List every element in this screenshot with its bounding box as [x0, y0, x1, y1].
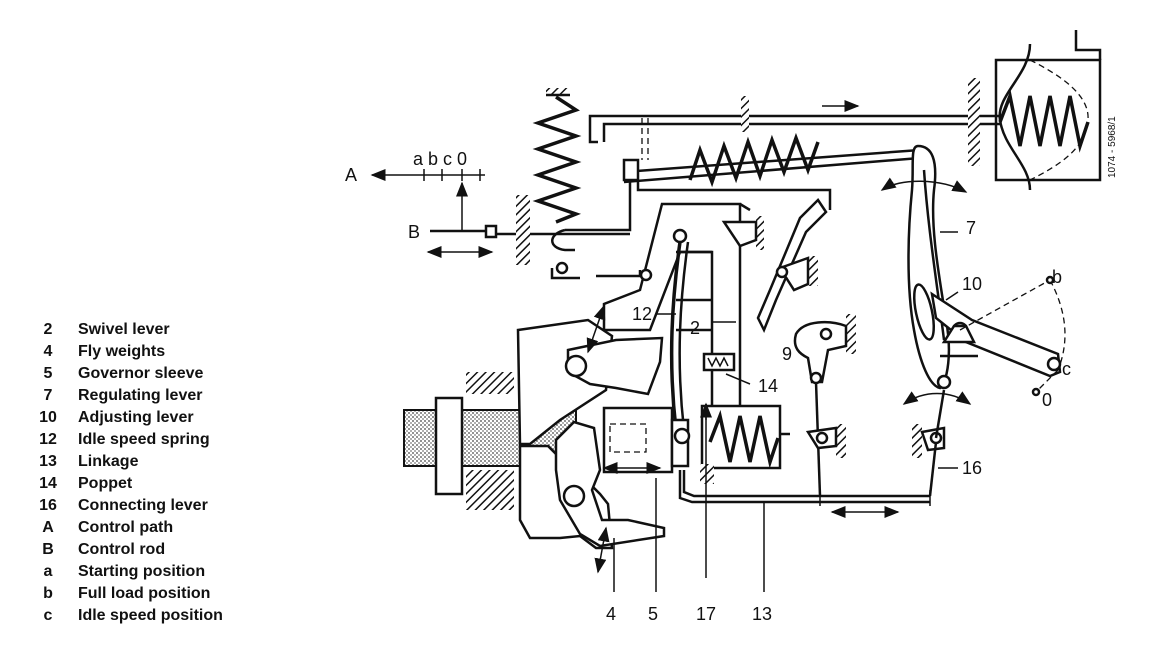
legend-key: 7 — [44, 387, 53, 404]
fly-weights — [403, 304, 666, 574]
control-path-scale: a b c 0 A B — [345, 149, 630, 258]
stop-lever — [756, 198, 828, 334]
label-B: B — [408, 222, 420, 242]
callout-b: b — [1052, 267, 1062, 287]
diaphragm-housing: 1074 - 5968/1 — [968, 30, 1118, 191]
legend-key: 10 — [39, 409, 57, 426]
upper-linkage — [550, 132, 921, 280]
legend-key: 5 — [44, 365, 53, 382]
idle-speed-spring — [669, 241, 690, 431]
callout-4: 4 — [606, 604, 616, 624]
legend-text: Control path — [78, 519, 173, 536]
legend-key: 16 — [39, 497, 57, 514]
connecting-lever — [912, 389, 946, 497]
legend-text: Regulating lever — [78, 387, 202, 404]
drawing-code: 1074 - 5968/1 — [1107, 116, 1118, 178]
legend-text: Connecting lever — [78, 497, 208, 514]
lever-9 — [793, 314, 856, 497]
callout-2: 2 — [690, 318, 700, 338]
control-rod-assembly — [516, 88, 982, 265]
callout-16: 16 — [962, 458, 982, 478]
callout-7: 7 — [966, 218, 976, 238]
legend-text: Idle speed spring — [78, 431, 210, 448]
legend-key: 14 — [39, 475, 57, 492]
scale-labels: a b c 0 — [413, 149, 467, 169]
governor-sleeve — [602, 402, 790, 578]
legend-text: Linkage — [78, 453, 139, 470]
callouts: 12 2 14 9 7 10 b c 0 16 4 5 17 13 — [606, 218, 1071, 624]
callout-c: c — [1062, 359, 1071, 379]
legend-text: Governor sleeve — [78, 365, 204, 382]
legend-text: Idle speed position — [78, 607, 223, 624]
callout-14: 14 — [758, 376, 778, 396]
linkage — [613, 470, 931, 592]
legend-key: 12 — [39, 431, 57, 448]
legend-key: c — [44, 607, 53, 624]
poppet — [702, 352, 751, 385]
legend-text: Starting position — [78, 563, 205, 580]
callout-5: 5 — [648, 604, 658, 624]
legend-key: A — [42, 519, 54, 536]
callout-13: 13 — [752, 604, 772, 624]
legend-text: Poppet — [78, 475, 133, 492]
legend-key: 2 — [44, 321, 53, 338]
legend-key: 4 — [44, 343, 53, 360]
callout-17: 17 — [696, 604, 716, 624]
legend-key: b — [43, 585, 53, 602]
legend-text: Full load position — [78, 585, 210, 602]
regulating-lever — [880, 144, 972, 405]
callout-12: 12 — [632, 304, 652, 324]
callout-10: 10 — [962, 274, 982, 294]
label-A: A — [345, 165, 357, 185]
legend-key: B — [42, 541, 54, 558]
legend-key: 13 — [39, 453, 57, 470]
legend-text: Adjusting lever — [78, 409, 194, 426]
legend-text: Swivel lever — [78, 321, 170, 338]
adjusting-lever — [930, 275, 1066, 397]
legend-text: Fly weights — [78, 343, 165, 360]
legend: 2 Swivel lever 4 Fly weights 5 Governor sleev… — [39, 321, 223, 624]
callout-0: 0 — [1042, 390, 1052, 410]
legend-text: Control rod — [78, 541, 165, 558]
legend-key: a — [44, 563, 53, 580]
callout-9: 9 — [782, 344, 792, 364]
